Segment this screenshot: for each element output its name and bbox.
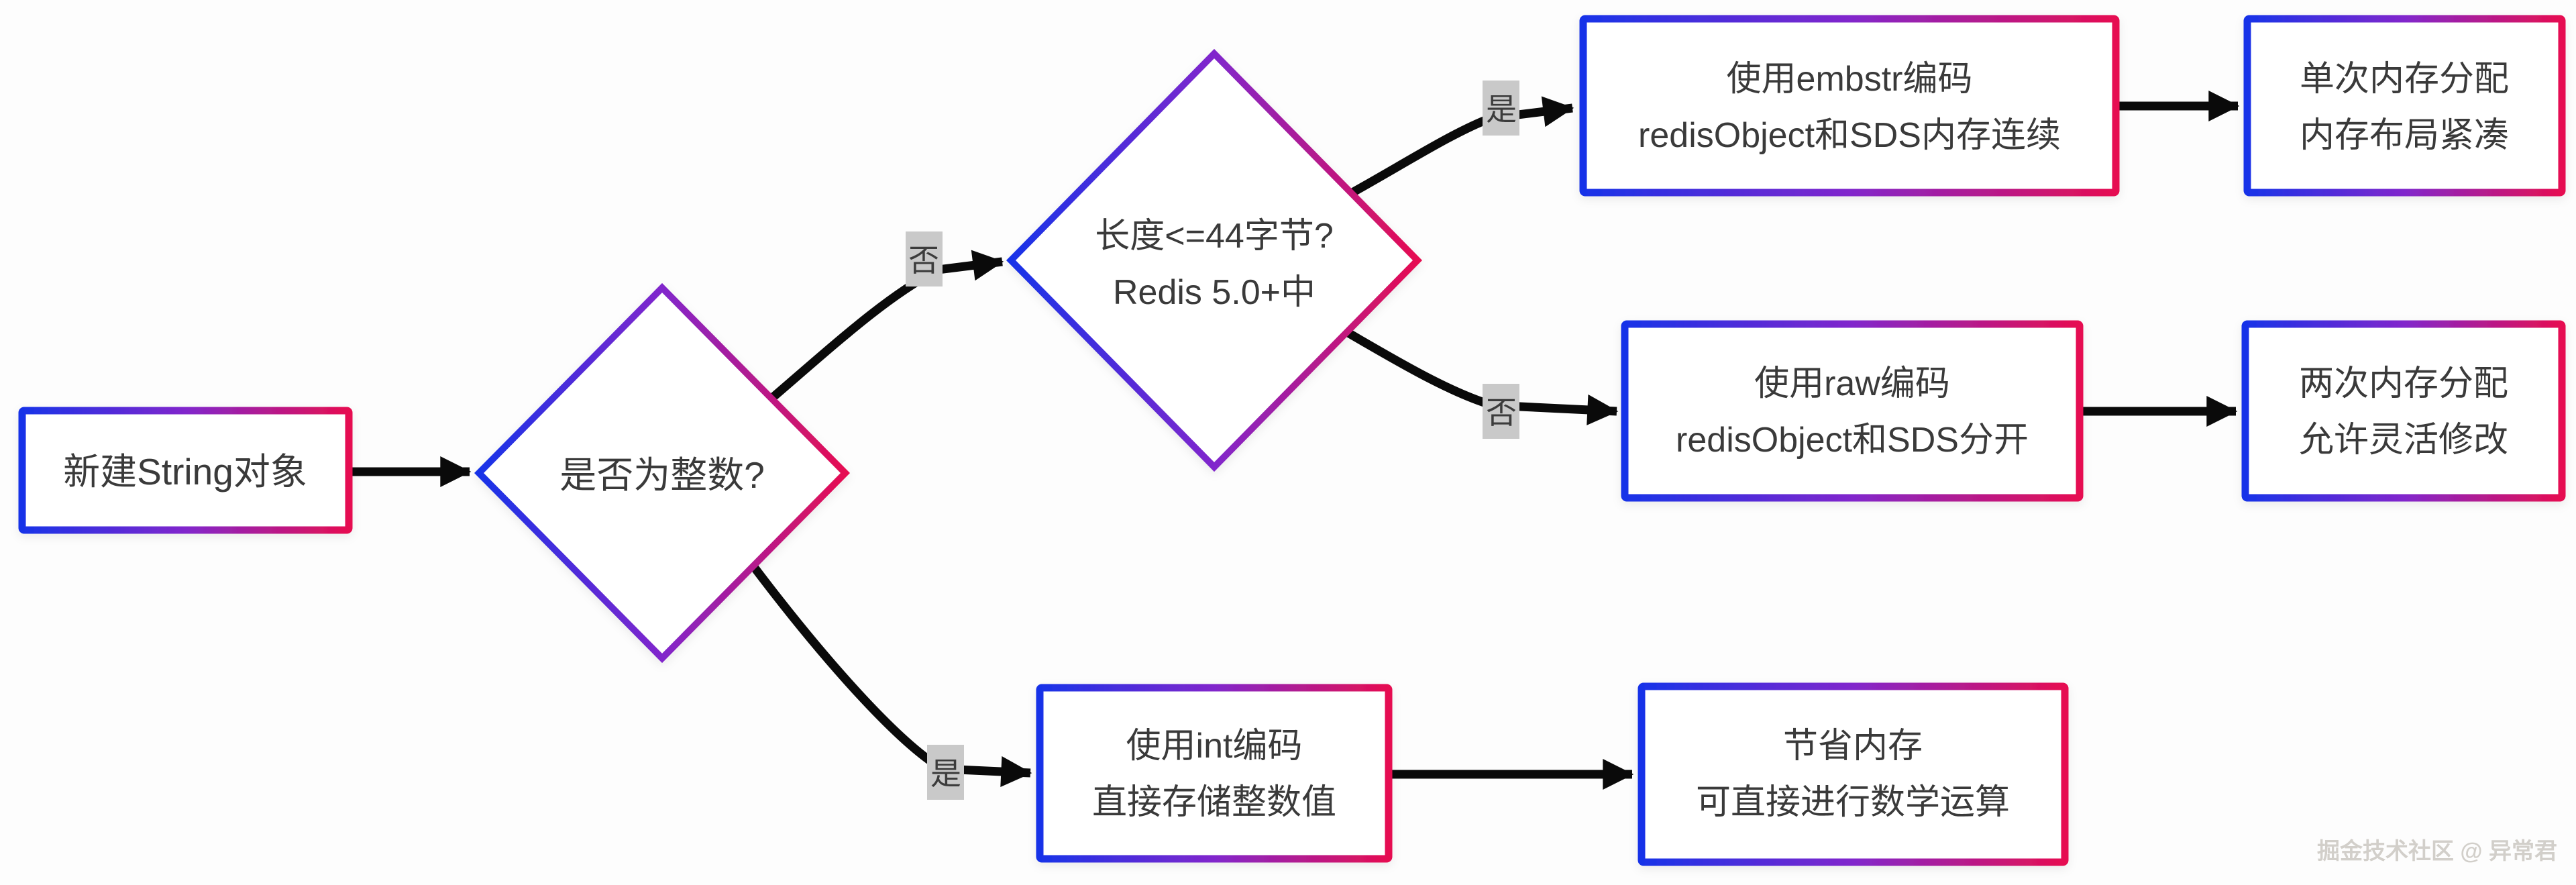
raw-label-line2: redisObject和SDS分开 (1676, 421, 2029, 460)
raw-result-label-line1: 两次内存分配 (2299, 364, 2508, 403)
decision-integer-node: 是否为整数? (474, 282, 851, 664)
embstr-result-label-line1: 单次内存分配 (2300, 60, 2509, 99)
decision-length-label-line1: 长度<=44字节? (1095, 217, 1334, 256)
edge-label-no-mid: 否 (1483, 384, 1519, 439)
edge-label-yes-bottom: 是 (927, 745, 964, 800)
int-result-label-line1: 节省内存 (1783, 727, 1923, 766)
int-result-box (1638, 682, 2069, 866)
edge-label-yes-top: 是 (1483, 81, 1519, 136)
embstr-node: 使用embstr编码 redisObject和SDS内存连续 (1579, 15, 2120, 197)
decision-integer-label: 是否为整数? (559, 454, 765, 496)
int-label-line1: 使用int编码 (1126, 727, 1303, 766)
raw-label-line1: 使用raw编码 (1754, 364, 1950, 403)
edge-label-no-1: 否 (906, 231, 943, 287)
start-node: 新建String对象 (18, 407, 353, 534)
embstr-node-box (1579, 15, 2120, 197)
raw-result-label-line2: 允许灵活修改 (2299, 421, 2508, 460)
arrow-no-to-raw-box (1344, 328, 1619, 425)
int-result-node: 节省内存 可直接进行数学运算 (1638, 682, 2069, 866)
edge-label-yes-top-bg (1483, 81, 1519, 136)
edge-label-no-1-bg (906, 231, 943, 287)
embstr-label-line1: 使用embstr编码 (1727, 60, 1973, 99)
raw-result-box (2241, 320, 2566, 502)
int-result-label-line2: 可直接进行数学运算 (1696, 783, 2010, 822)
int-node: 使用int编码 直接存储整数值 (1036, 684, 1393, 863)
int-label-line2: 直接存储整数值 (1092, 783, 1336, 822)
decision-integer-diamond (474, 282, 851, 664)
arrow-yes-to-int-box (750, 564, 1032, 787)
raw-result-node: 两次内存分配 允许灵活修改 (2241, 320, 2566, 502)
decision-length-diamond (1006, 48, 1423, 472)
decision-length-label-line2: Redis 5.0+中 (1113, 273, 1316, 312)
arrow-no-to-length-decision (768, 250, 1004, 402)
int-node-box (1036, 684, 1393, 863)
embstr-result-node: 单次内存分配 内存布局紧凑 (2243, 15, 2566, 197)
edge-label-no-mid-bg (1483, 384, 1519, 439)
embstr-result-label-line2: 内存布局紧凑 (2300, 116, 2509, 155)
raw-node: 使用raw编码 redisObject和SDS分开 (1621, 320, 2084, 502)
edge-label-yes-bottom-bg (927, 745, 964, 800)
edge-label-yes-top-text: 是 (1486, 92, 1517, 127)
watermark-text: 掘金技术社区 @ 异常君 (2317, 838, 2557, 864)
start-node-label: 新建String对象 (63, 451, 307, 492)
arrow-yes-to-embstr-box (1350, 96, 1574, 197)
embstr-result-box (2243, 15, 2566, 197)
edge-label-no-mid-text: 否 (1486, 395, 1517, 430)
embstr-label-line2: redisObject和SDS内存连续 (1638, 116, 2061, 155)
raw-node-box (1621, 320, 2084, 502)
edge-label-yes-bottom-text: 是 (930, 756, 961, 791)
edge-label-no-1-text: 否 (908, 243, 939, 278)
start-node-box (18, 407, 353, 534)
decision-length-node: 长度<=44字节? Redis 5.0+中 (1006, 48, 1423, 472)
